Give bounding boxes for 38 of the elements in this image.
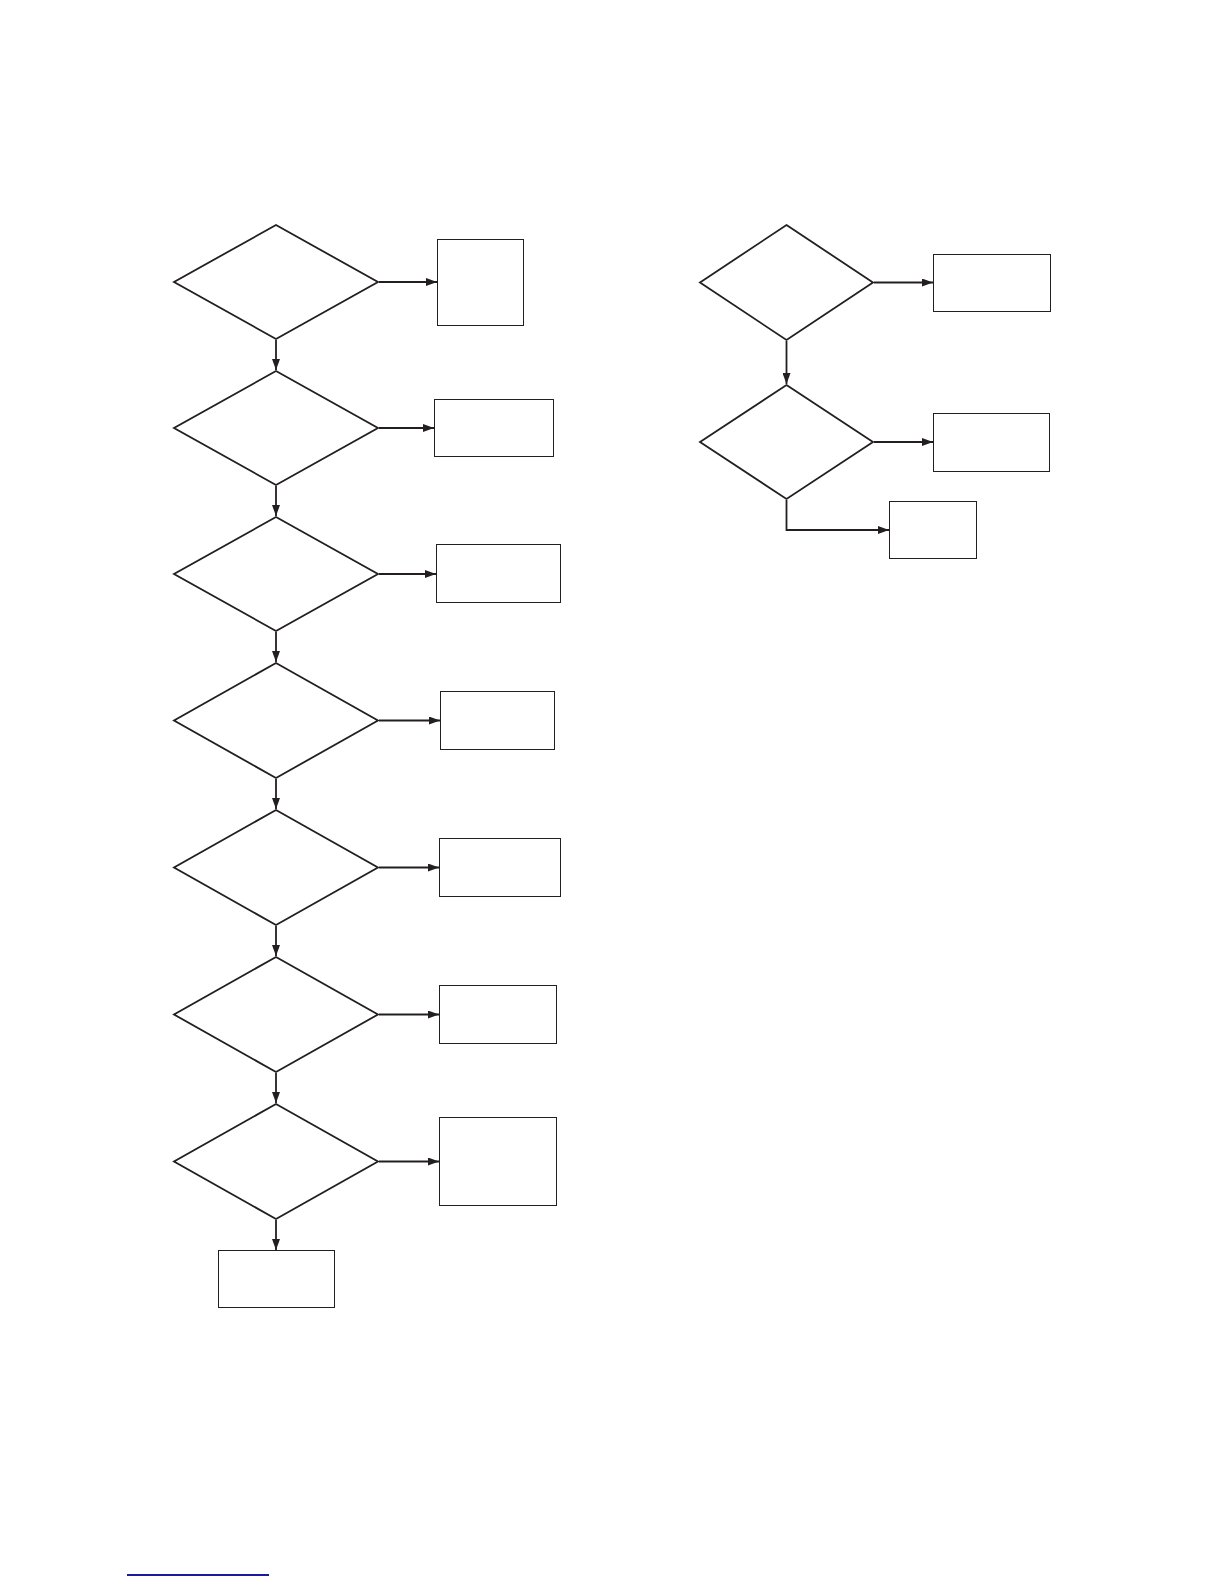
arrow bbox=[785, 499, 890, 534]
arrow bbox=[272, 339, 280, 371]
arrow bbox=[378, 716, 441, 725]
decision-diamond bbox=[173, 1103, 379, 1220]
decision-diamond bbox=[173, 809, 379, 926]
arrow bbox=[378, 1010, 440, 1019]
arrow bbox=[378, 863, 440, 872]
process-box bbox=[436, 544, 561, 603]
arrow bbox=[378, 424, 435, 432]
process-box bbox=[933, 254, 1051, 312]
arrow bbox=[378, 570, 437, 578]
arrow bbox=[272, 778, 280, 810]
arrow bbox=[378, 1157, 440, 1166]
decision-diamond bbox=[173, 662, 379, 779]
decision-diamond bbox=[173, 370, 379, 486]
process-box bbox=[439, 838, 561, 897]
decision-diamond bbox=[173, 224, 379, 340]
decision-diamond bbox=[173, 516, 379, 632]
arrow bbox=[272, 925, 280, 957]
arrow bbox=[272, 1219, 280, 1251]
arrow bbox=[272, 1072, 280, 1104]
process-box bbox=[889, 501, 977, 559]
arrow bbox=[378, 278, 438, 286]
arrow bbox=[873, 438, 934, 446]
arrow bbox=[873, 278, 934, 287]
arrow bbox=[782, 340, 791, 385]
decision-diamond bbox=[173, 956, 379, 1073]
process-box bbox=[434, 399, 554, 457]
process-box bbox=[218, 1250, 335, 1308]
decision-diamond bbox=[699, 384, 874, 500]
arrow bbox=[272, 485, 280, 517]
process-box bbox=[439, 985, 557, 1044]
decision-diamond bbox=[699, 224, 874, 341]
process-box bbox=[440, 691, 555, 750]
arrow bbox=[272, 631, 280, 663]
process-box bbox=[933, 413, 1050, 472]
process-box bbox=[437, 239, 524, 326]
process-box bbox=[439, 1117, 557, 1206]
